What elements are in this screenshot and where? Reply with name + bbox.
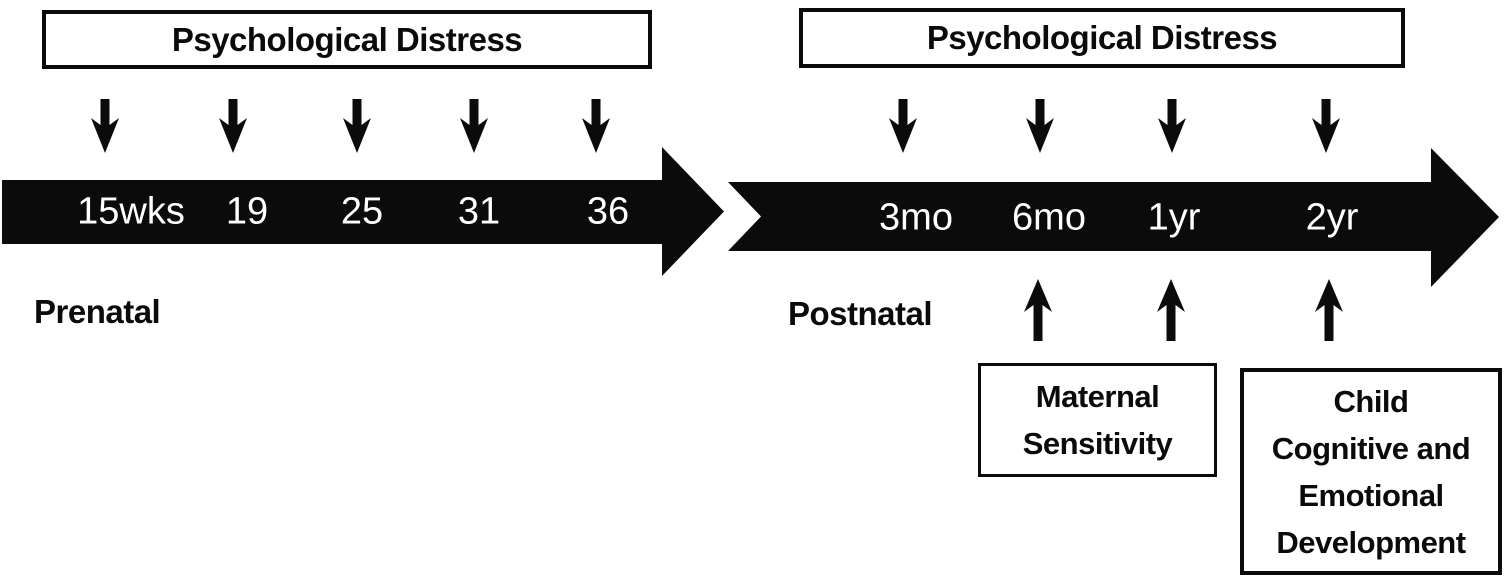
child-development-box: Child Cognitive and Emotional Developmen… [1240,368,1502,575]
postnatal-timeline-arrow [728,148,1499,287]
phase-label-postnatal: Postnatal [788,295,933,332]
child-development-line-4: Development [1276,524,1466,560]
maternal-sensitivity-line-2: Sensitivity [1022,426,1173,461]
prenatal-timeline-arrow [2,147,724,276]
timeline-tick-19wks: 19 [225,190,269,233]
down-arrow-icon-2yr [1312,99,1340,153]
maternal-sensitivity-line-1: Maternal [1035,379,1160,414]
timeline-tick-6mo: 6mo [1012,196,1086,239]
child-development-line-1: Child [1333,383,1410,419]
child-development-line-3: Emotional [1298,477,1444,513]
down-arrow-icon-19wks [219,99,247,153]
timeline-tick-31wks: 31 [457,190,501,233]
prenatal-distress-label: Psychological Distress [171,20,523,58]
postnatal-distress-label: Psychological Distress [926,19,1278,56]
timeline-tick-3mo: 3mo [879,196,953,239]
timeline-tick-25wks: 25 [340,190,384,233]
up-arrow-icon-2yr [1315,279,1343,341]
maternal-sensitivity-box: Maternal Sensitivity [978,363,1217,477]
down-arrow-icon-25wks [343,99,371,153]
timeline-tick-36wks: 36 [586,190,630,233]
phase-label-prenatal: Prenatal [34,293,161,330]
down-arrow-icon-6mo [1026,99,1054,153]
down-arrow-icon-31wks [460,99,488,153]
down-arrow-icon-3mo [889,99,917,153]
timeline-tick-1yr: 1yr [1147,196,1201,239]
child-development-line-2: Cognitive and [1271,430,1471,466]
up-arrow-icon-6mo [1024,279,1052,341]
down-arrow-icon-1yr [1158,99,1186,153]
down-arrow-icon-36wks [582,99,610,153]
timeline-tick-15wks: 15wks [77,190,185,233]
down-arrow-icon-15wks [91,99,119,153]
timeline-tick-2yr: 2yr [1305,196,1359,239]
prenatal-distress-box: Psychological Distress [42,10,652,69]
up-arrow-icon-1yr [1157,279,1185,341]
postnatal-distress-box: Psychological Distress [799,8,1405,68]
